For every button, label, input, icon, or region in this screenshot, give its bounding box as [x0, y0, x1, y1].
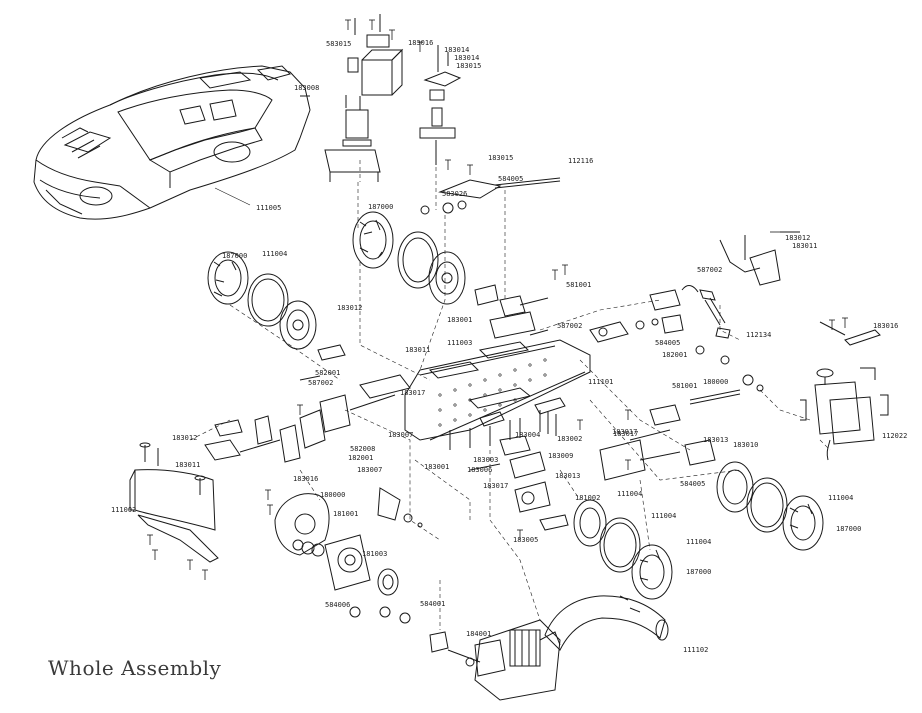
label-clutch-shoe: 584006 — [325, 601, 350, 609]
front-bumper — [129, 442, 219, 563]
label-upright: 587002 — [557, 322, 582, 330]
label-driveshaft: 581001 — [672, 382, 697, 390]
engine — [429, 619, 561, 701]
label-hub-pin: 182001 — [662, 351, 687, 359]
label-tire-right2: 187000 — [836, 525, 861, 533]
fuel-tank — [800, 321, 889, 461]
label-shock-rear-a: 183012 — [785, 234, 810, 242]
label-engine: 184001 — [466, 630, 491, 638]
label-axle: 180000 — [703, 378, 728, 386]
rear-shock — [681, 285, 731, 339]
screws — [147, 19, 848, 580]
label-servo-mount-b2: 183014 — [454, 54, 479, 62]
label-gear-screw: 183016 — [293, 475, 318, 483]
label-tie-rod-right: 183017 — [612, 428, 637, 436]
rear-bulkhead — [589, 231, 800, 343]
tires-rear-left — [573, 499, 673, 600]
label-wheel-rear-a: 181002 — [575, 494, 600, 502]
label-servo-mount-c: 183015 — [456, 62, 481, 70]
label-flywheel-nut: 183005 — [513, 536, 538, 544]
label-servo-mount-b: 183014 — [444, 46, 469, 54]
label-radio-box: 583015 — [326, 40, 351, 48]
label-tire-front-left: 187000 — [222, 252, 247, 260]
label-body-post: 582001 — [315, 369, 340, 377]
label-fuel-tank: 112022 — [882, 432, 907, 440]
label-flywheel: 181003 — [362, 550, 387, 558]
label-diff-cup: 583026 — [442, 190, 467, 198]
label-bumper: 111002 — [111, 506, 136, 514]
label-hub: 584005 — [655, 339, 680, 347]
label-body-shell: 111005 — [256, 204, 281, 212]
right-hub-assembly — [629, 345, 764, 466]
label-arm-screw: 183002 — [557, 435, 582, 443]
label-fuel-screw: 183016 — [873, 322, 898, 330]
label-rear-hub: 183010 — [733, 441, 758, 449]
clutch-assembly — [274, 487, 423, 624]
label-brace-screw: 183001 — [447, 316, 472, 324]
front-suspension-left — [204, 344, 411, 463]
exhaust-pipe — [544, 595, 669, 651]
label-tire-rear: 187000 — [686, 568, 711, 576]
tire-top — [352, 211, 466, 305]
label-rear-arm: 183013 — [703, 436, 728, 444]
label-center-bolt: 183003 — [473, 456, 498, 464]
label-rear-shock: 112134 — [746, 331, 771, 339]
label-insert-front-left: 111004 — [262, 250, 287, 258]
label-bolt-upper-left: 183012 — [337, 304, 362, 312]
label-chassis: 111101 — [588, 378, 613, 386]
label-insert-rear-b: 111004 — [686, 538, 711, 546]
label-diff-screw: 180000 — [320, 491, 345, 499]
tire-front-left — [207, 251, 317, 350]
label-shock-cap: 182001 — [348, 454, 373, 462]
label-steering-post: 183015 — [488, 154, 513, 162]
chassis-posts — [449, 410, 557, 450]
label-center-bolt2: 183007 — [357, 466, 382, 474]
leader-lines — [189, 160, 831, 630]
label-rear-bulkhead: 587002 — [697, 266, 722, 274]
label-screw-misc: 183011 — [405, 346, 430, 354]
body-shell — [33, 65, 311, 220]
label-center-screw: 183006 — [467, 466, 492, 474]
label-tie-rod: 183013 — [555, 472, 580, 480]
label-servo-mount-a: 183016 — [408, 39, 433, 47]
tires-rear-right — [716, 461, 824, 551]
label-steering-block: 183004 — [515, 431, 540, 439]
part-labels: 111005 187000 111004 183012 582001 58700… — [111, 39, 907, 654]
label-tire-top: 187000 — [368, 203, 393, 211]
label-brace: 581001 — [566, 281, 591, 289]
label-exhaust: 111102 — [683, 646, 708, 654]
label-wheel-rear-b: 111004 — [651, 512, 676, 520]
label-chassis-screw: 183001 — [424, 463, 449, 471]
label-clutch-nut: 584001 — [420, 600, 445, 608]
label-bearing: 584005 — [498, 175, 523, 183]
chassis-plate — [404, 339, 591, 441]
label-antenna: 112116 — [568, 157, 593, 165]
label-bumper-screw2: 183011 — [175, 461, 200, 469]
radio-box — [324, 14, 404, 182]
label-servo-saver2: 183017 — [483, 482, 508, 490]
diagram-caption: Whole Assembly — [48, 656, 222, 680]
label-bulkhead-left: 587002 — [308, 379, 333, 387]
label-diff-gear: 111003 — [447, 339, 472, 347]
label-hinge-pin: 183007 — [388, 431, 413, 439]
label-shock-rear-b: 183011 — [792, 242, 817, 250]
label-clutch-bell: 181001 — [333, 510, 358, 518]
label-shock-front: 582008 — [350, 445, 375, 453]
servo-posts — [419, 45, 462, 165]
label-servo-saver: 183017 — [400, 389, 425, 397]
label-servo-screw: 183008 — [294, 84, 319, 92]
label-upper-arm: 183009 — [548, 452, 573, 460]
antenna-tube — [420, 177, 561, 215]
label-rear-bearing: 584005 — [680, 480, 705, 488]
label-bumper-screw: 183012 — [172, 434, 197, 442]
label-servo-saver3: 183017 — [613, 430, 638, 438]
label-insert-rear-a: 111004 — [617, 490, 642, 498]
mid-parts — [469, 284, 659, 531]
label-tire-right: 111004 — [828, 494, 853, 502]
